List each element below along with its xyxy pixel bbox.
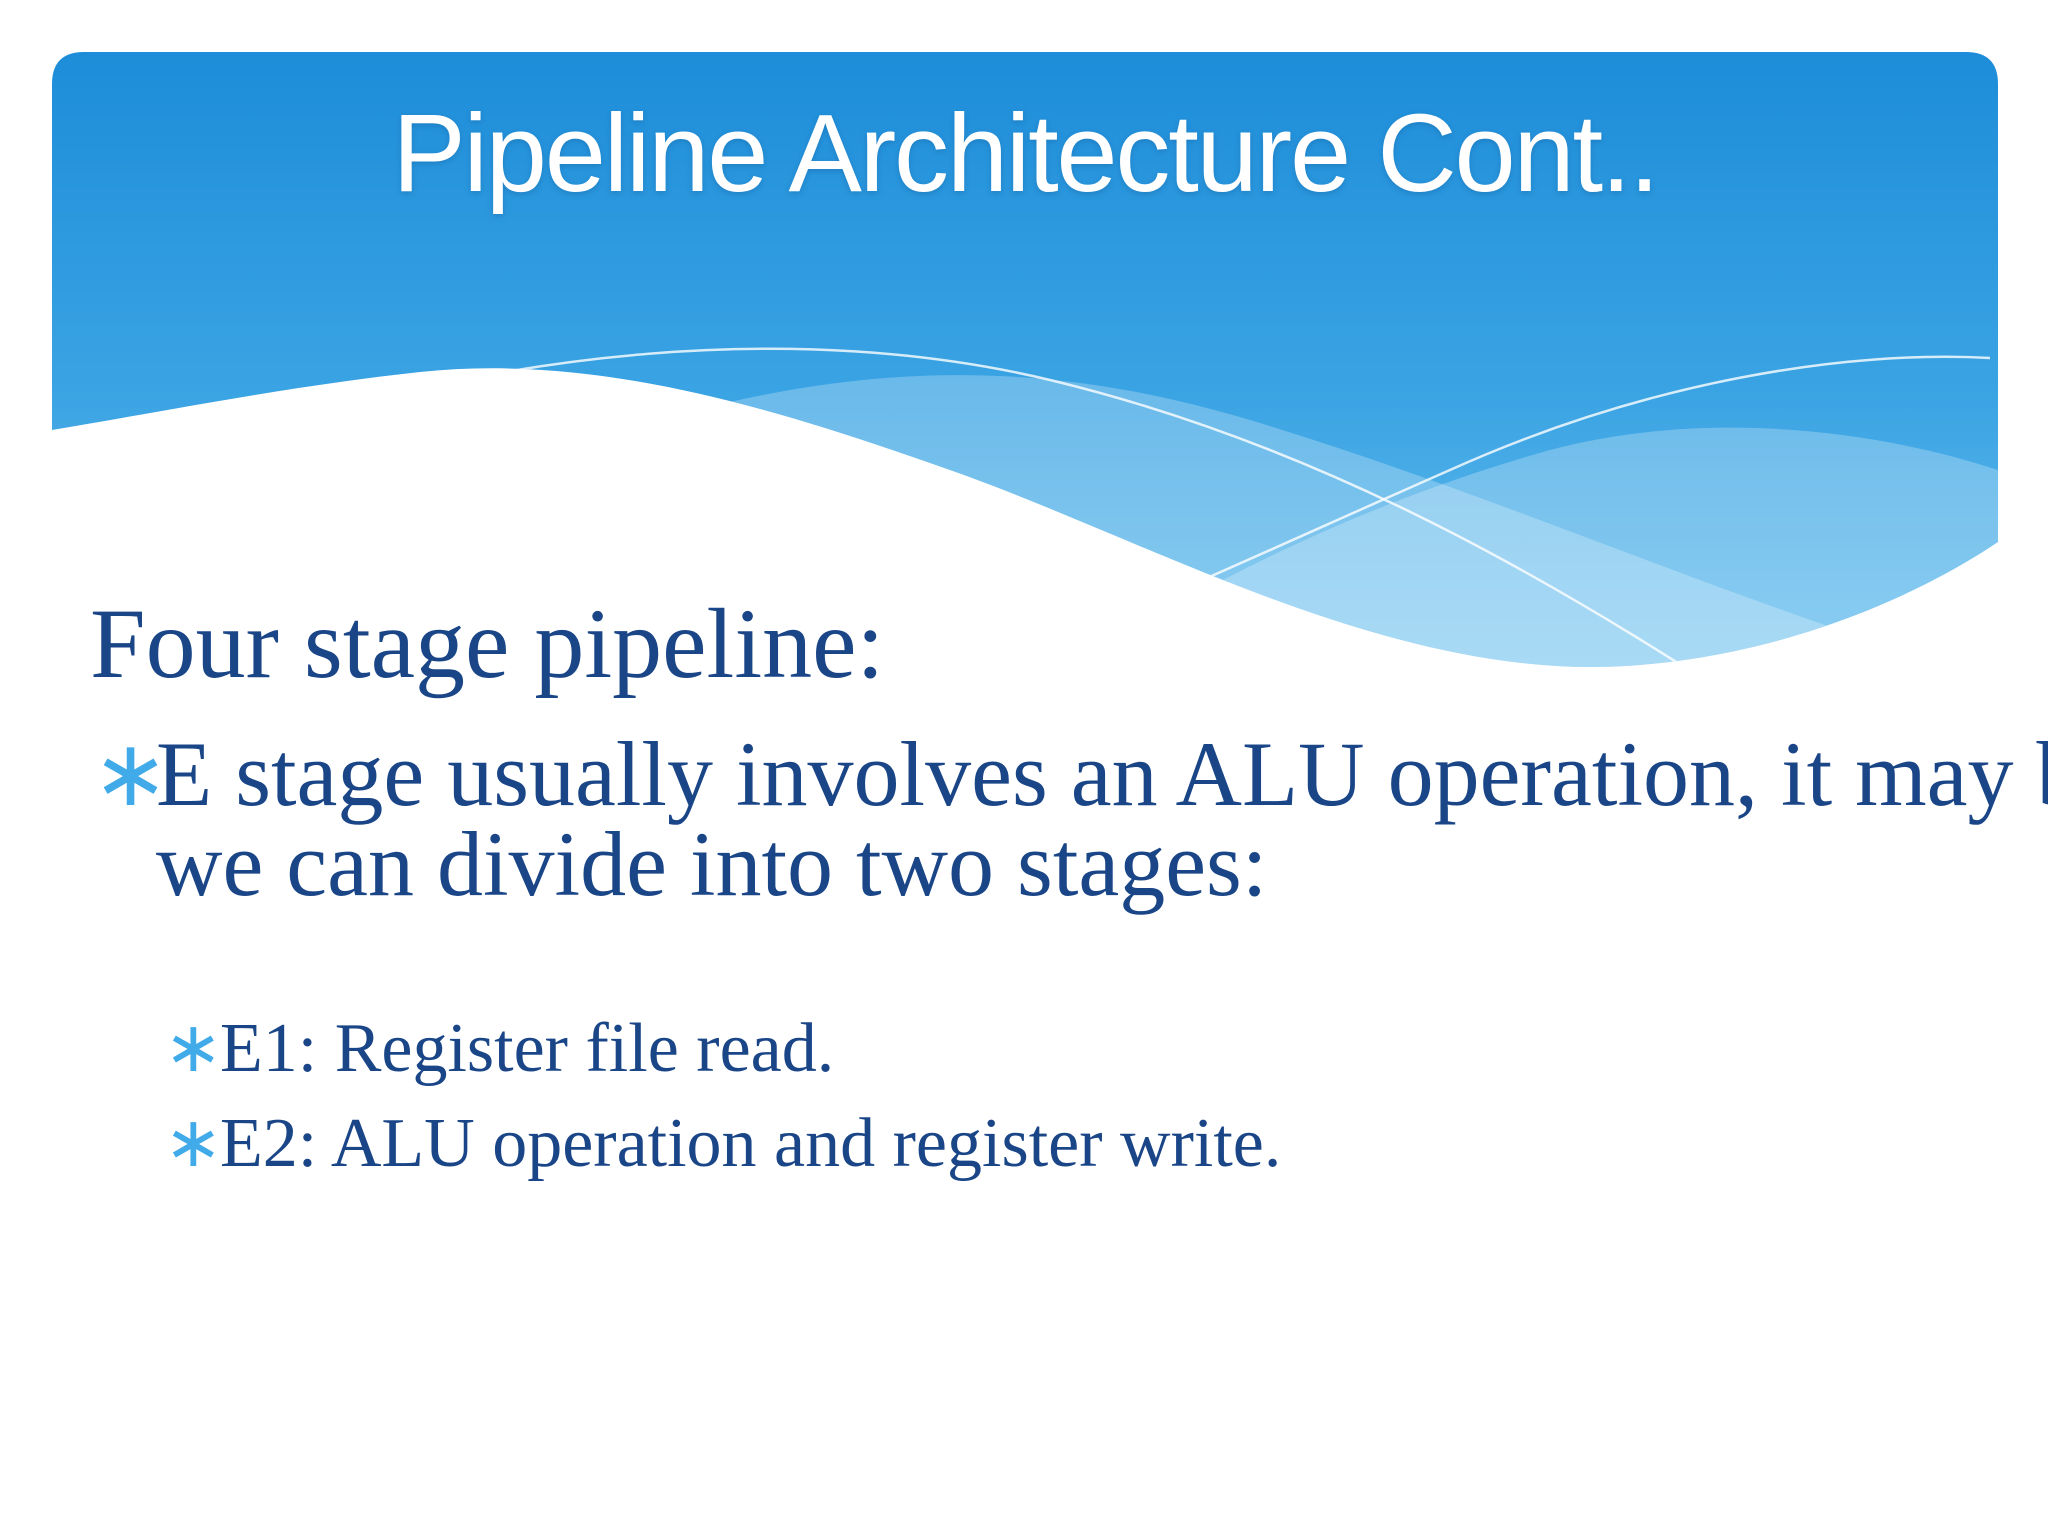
list-item: ∗ E stage usually involves an ALU operat… [0, 723, 2048, 915]
asterisk-bullet-icon: ∗ [164, 1010, 223, 1087]
asterisk-bullet-icon: ∗ [92, 723, 170, 825]
bullet-text-line-2: we can divide into two stages: [156, 813, 1268, 915]
header-wave-banner [52, 52, 1998, 668]
sub-bullet-text: E2: ALU operation and register write. [220, 1105, 1282, 1182]
list-item: ∗ E2: ALU operation and register write. [0, 1108, 2048, 1203]
wave-overlay-2 [900, 427, 1998, 668]
body-heading: Four stage pipeline: [90, 588, 885, 699]
bullet-text-line-1: E stage usually involves an ALU operatio… [156, 723, 2048, 825]
page-title: Pipeline Architecture Cont.. [392, 92, 1659, 215]
sub-bullet-text: E1: Register file read. [220, 1010, 835, 1087]
list-item: ∗ E1: Register file read. [0, 1013, 2048, 1108]
bullet-list: ∗ E stage usually involves an ALU operat… [0, 723, 2048, 915]
wave-line-ascending [699, 355, 1991, 668]
header-panel-shape [52, 52, 1998, 668]
sub-bullet-list: ∗ E1: Register file read. ∗ E2: ALU oper… [0, 1013, 2048, 1203]
bullet-text: E stage usually involves an ALU operatio… [156, 723, 2048, 915]
asterisk-bullet-icon: ∗ [164, 1105, 223, 1182]
